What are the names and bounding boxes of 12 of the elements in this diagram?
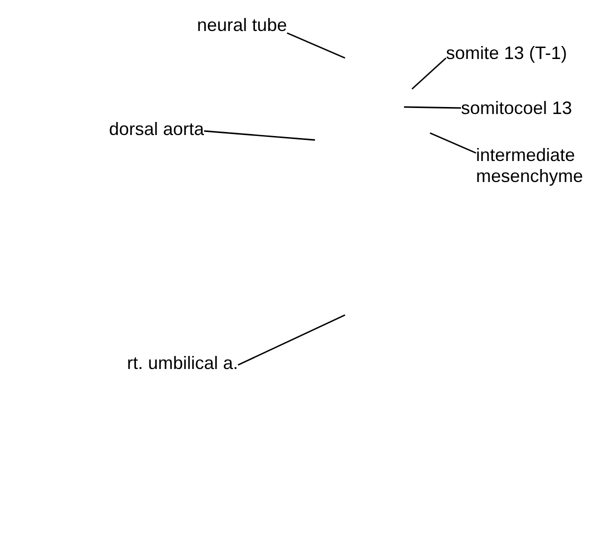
structure-label: somite 13 (T-1) <box>446 43 568 64</box>
structure-label: somitocoel 13 <box>461 98 572 119</box>
structure-label: dorsal aorta <box>109 119 204 140</box>
structure-label: rt. umbilical a. <box>127 353 238 374</box>
structure-label: neural tube <box>197 15 288 36</box>
leader-line <box>404 106 462 109</box>
leader-line <box>286 32 346 59</box>
leader-line <box>204 130 316 141</box>
leader-line <box>412 57 446 90</box>
leader-line <box>238 314 346 366</box>
structure-label: intermediate mesenchyme <box>476 145 598 187</box>
leader-line <box>430 132 476 154</box>
